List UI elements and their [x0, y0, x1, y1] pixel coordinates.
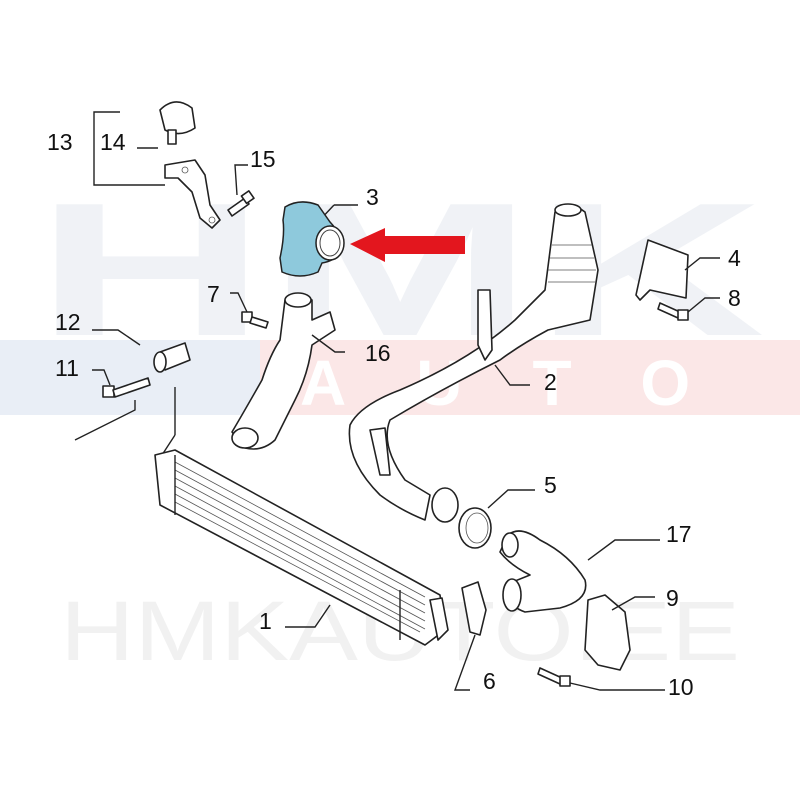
part-12-spacer	[92, 329, 191, 373]
callout-5: 5	[544, 472, 557, 498]
part-16-pipe	[231, 292, 345, 450]
callout-1: 1	[259, 608, 272, 634]
part-1-intercooler	[154, 449, 449, 646]
callout-2: 2	[544, 369, 557, 395]
callout-10: 10	[668, 674, 694, 700]
callout-3: 3	[366, 184, 379, 210]
part-4-bracket	[635, 239, 720, 301]
callout-9: 9	[666, 585, 679, 611]
part-8-bolt	[657, 297, 720, 321]
part-2-long-hose	[348, 203, 599, 523]
part-7-bolt	[230, 292, 269, 329]
callout-4: 4	[728, 245, 741, 271]
part-3-elbow-hose	[279, 201, 358, 277]
part-14-clip	[137, 101, 196, 149]
part-17-hose	[499, 530, 660, 613]
callout-8: 8	[728, 285, 741, 311]
part-6-clamp	[454, 581, 487, 691]
callout-16: 16	[365, 340, 391, 366]
part-9-cover	[584, 594, 655, 671]
callout-14: 14	[100, 129, 126, 155]
callout-labels: 13 14 15 3 4 7 8 12 16 11 2 5 17 9 1 10 …	[47, 129, 741, 700]
callout-15: 15	[250, 146, 276, 172]
callout-6: 6	[483, 668, 496, 694]
watermark-band-red	[260, 340, 800, 415]
part-15-bolt	[227, 164, 255, 217]
part-5-clamp	[458, 489, 535, 549]
callout-12: 12	[55, 309, 81, 335]
highlight-arrow	[350, 228, 465, 262]
watermark-band-blue	[0, 340, 260, 415]
callout-13: 13	[47, 129, 73, 155]
part-10-bolt	[537, 667, 665, 691]
callout-7: 7	[207, 281, 220, 307]
callout-11: 11	[55, 355, 79, 381]
part-11-bolt	[74, 369, 176, 456]
part-13-bracket	[93, 111, 221, 229]
callout-17: 17	[666, 521, 692, 547]
